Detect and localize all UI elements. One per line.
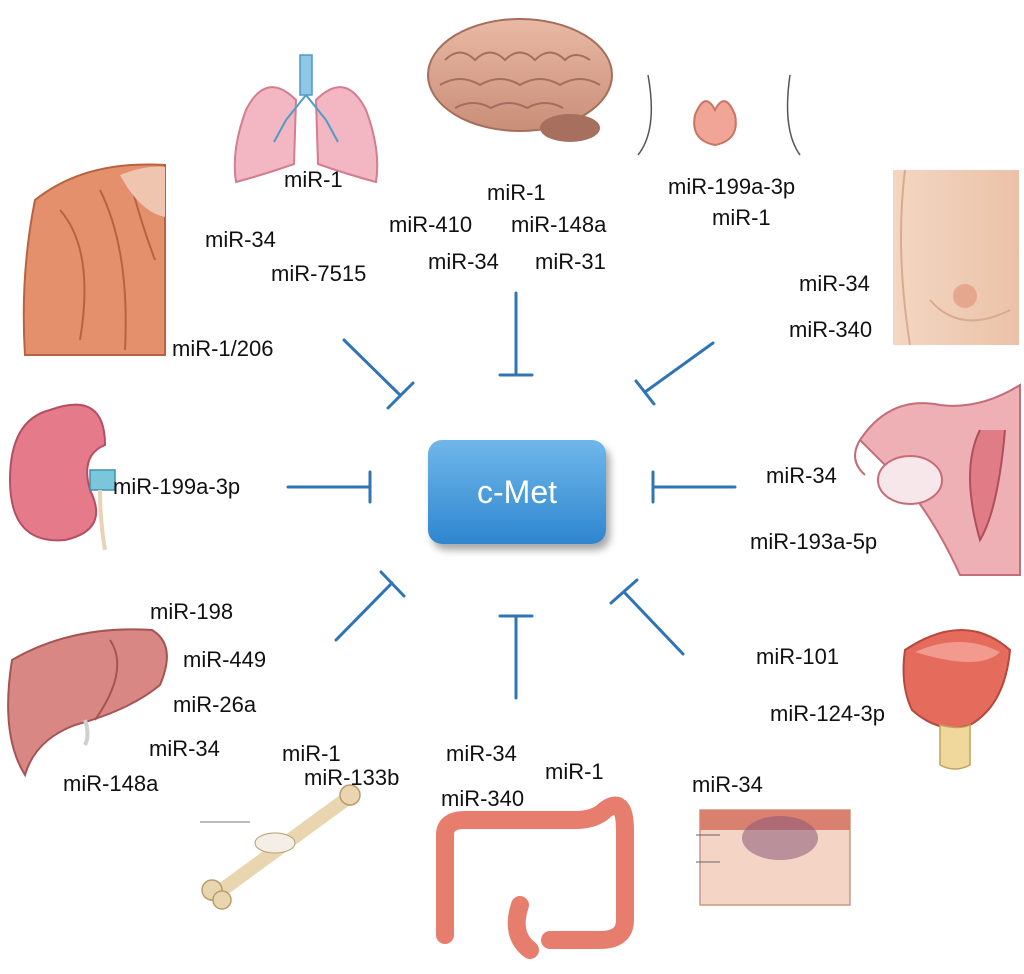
inhibition-arrows — [286, 291, 737, 700]
mirna-label: miR-34 — [205, 227, 276, 252]
mirna-label: miR-340 — [789, 317, 873, 342]
prostate-icon — [902, 629, 1012, 770]
mirna-label: miR-148a — [511, 212, 607, 237]
mirna-label: miR-199a-3p — [668, 174, 796, 199]
mirna-label: miR-1 — [282, 741, 341, 766]
liver-icon — [7, 628, 168, 778]
inhibit-arrow-top — [498, 291, 534, 377]
mirna-label: miR-34 — [446, 741, 517, 766]
inhibit-arrow-lower-left — [334, 570, 406, 642]
mirna-label: miR-148a — [63, 771, 159, 796]
c-met-label: c-Met — [477, 473, 557, 510]
mirna-label: miR-410 — [389, 212, 473, 237]
mirna-label: miR-34 — [428, 249, 499, 274]
mirna-label: miR-7515 — [271, 261, 367, 286]
mirna-label: miR-449 — [183, 647, 267, 672]
kidney-icon — [8, 403, 116, 551]
inhibit-arrow-bottom — [498, 614, 534, 700]
inhibit-arrow-lower-right — [609, 578, 685, 656]
mirna-label: miR-124-3p — [770, 701, 885, 726]
mirna-label: miR-1 — [545, 759, 604, 784]
inhibit-arrow-left — [286, 470, 372, 504]
mirna-label: miR-34 — [799, 271, 870, 296]
mirna-label: miR-198 — [150, 599, 234, 624]
mirna-label: miR-340 — [441, 786, 525, 811]
mirna-label: miR-101 — [756, 644, 840, 669]
mirna-label: miR-1 — [284, 167, 343, 192]
breast-icon — [893, 169, 1019, 346]
lungs-icon — [233, 54, 379, 184]
mirna-label: miR-193a-5p — [750, 529, 878, 554]
mirna-label: miR-26a — [173, 692, 257, 717]
muscle-icon — [22, 163, 166, 356]
inhibit-arrow-right — [651, 470, 737, 504]
mirna-label: miR-34 — [766, 463, 837, 488]
thyroid-icon — [637, 74, 801, 156]
uterus-ovary-icon — [854, 383, 1021, 576]
mirna-label: miR-133b — [304, 765, 400, 790]
skin-icon — [696, 809, 851, 906]
mirna-label: miR-31 — [535, 249, 606, 274]
inhibit-arrow-upper-left — [342, 338, 415, 410]
bone-icon — [200, 784, 361, 910]
mirna-label: miR-199a-3p — [113, 474, 241, 499]
inhibit-arrow-upper-right — [634, 341, 715, 406]
mirna-label: miR-1 — [487, 180, 546, 205]
brain-icon — [427, 18, 613, 142]
mirna-label: miR-1 — [712, 205, 771, 230]
mirna-label: miR-34 — [149, 736, 220, 761]
mirna-label: miR-34 — [692, 772, 763, 797]
c-met-node: c-Met — [428, 440, 606, 544]
colon-icon — [436, 796, 634, 959]
mirna-label: miR-1/206 — [172, 336, 274, 361]
